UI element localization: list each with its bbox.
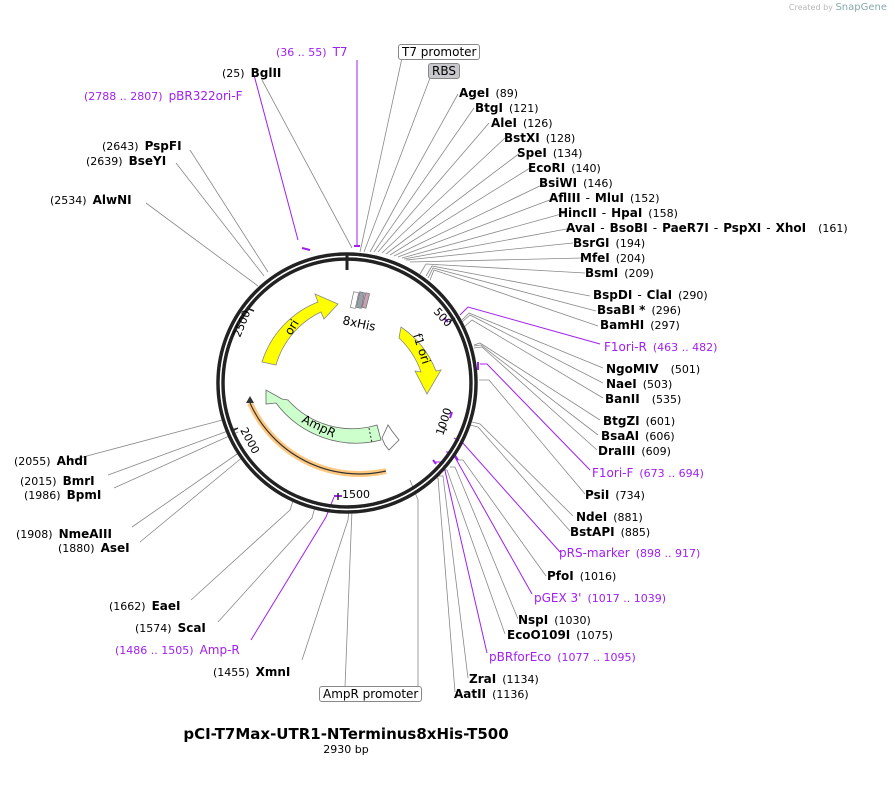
site-bsmi[interactable]: BsmI(209)	[585, 266, 654, 280]
site-btgzi[interactable]: BtgZI(601)	[603, 414, 676, 428]
ampr-promoter-label[interactable]: AmpR promoter	[319, 686, 423, 702]
site-bspdi-clai[interactable]: BspDI-ClaI(290)	[593, 288, 708, 302]
ampr-feature[interactable]	[265, 389, 382, 444]
ampr-promoter-feature[interactable]	[381, 424, 400, 451]
site-bmri[interactable]: (2015)BmrI	[20, 474, 95, 488]
ori-feature[interactable]	[261, 293, 339, 366]
site-ahdi[interactable]: (2055)AhdI	[14, 454, 88, 468]
primer-t7[interactable]: (36 .. 55)T7	[276, 45, 348, 59]
rbs-label[interactable]: RBS	[428, 63, 460, 79]
site-xmni[interactable]: (1455)XmnI	[213, 665, 291, 679]
site-bstxi[interactable]: BstXI(128)	[504, 131, 576, 145]
site-ecoo109i[interactable]: EcoO109I(1075)	[507, 628, 613, 642]
primer-prs-marker[interactable]: pRS-marker(898 .. 917)	[559, 546, 701, 560]
site-bpmi[interactable]: (1986)BpmI	[24, 488, 102, 502]
svg-text:8xHis: 8xHis	[341, 313, 377, 334]
site-spei[interactable]: SpeI(134)	[517, 146, 583, 160]
site-ecori[interactable]: EcoRI(140)	[528, 161, 601, 175]
primer-f1ori-r[interactable]: F1ori-R(463 .. 482)	[604, 340, 718, 354]
leader-lines	[67, 57, 604, 700]
site-alei[interactable]: AleI(126)	[491, 116, 553, 130]
site-hincii-hpai[interactable]: HincII-HpaI(158)	[558, 206, 678, 220]
primer-pgex-3[interactable]: pGEX 3'(1017 .. 1039)	[534, 591, 667, 605]
site-ndei[interactable]: NdeI(881)	[576, 510, 643, 524]
snapgene-credit: Created by SnapGene	[788, 2, 887, 13]
svg-text:1500: 1500	[342, 488, 370, 501]
site-psii[interactable]: PsiI(734)	[585, 488, 645, 502]
site-pfoi[interactable]: PfoI(1016)	[547, 569, 617, 583]
site-mfei[interactable]: MfeI(204)	[580, 251, 646, 265]
site-bglii[interactable]: (25)BglII	[222, 66, 282, 80]
site-draiii[interactable]: DraIII(609)	[598, 444, 671, 458]
f1-ori-feature[interactable]	[398, 326, 442, 395]
site-btgi[interactable]: BtgI(121)	[475, 101, 539, 115]
primer-pbr322ori-f[interactable]: (2788 .. 2807)pBR322ori-F	[84, 89, 243, 103]
t7-promoter-label[interactable]: T7 promoter	[398, 44, 481, 60]
site-aatii[interactable]: AatII(1136)	[454, 687, 529, 701]
site-agei[interactable]: AgeI(89)	[459, 86, 519, 100]
backbone-outer	[216, 252, 478, 514]
site-bstapi[interactable]: BstAPI(885)	[570, 525, 651, 539]
site-nspi[interactable]: NspI(1030)	[518, 613, 591, 627]
primer-f1ori-f[interactable]: F1ori-F(673 .. 694)	[592, 466, 704, 480]
site-bseyi[interactable]: (2639)BseYI	[86, 154, 167, 168]
site-alwni[interactable]: (2534)AlwNI	[50, 193, 132, 207]
scale-ticks	[231, 308, 456, 500]
svg-text:2500: 2500	[231, 308, 254, 339]
site-pspfi[interactable]: (2643)PspFI	[102, 139, 182, 153]
site-scai[interactable]: (1574)ScaI	[135, 621, 206, 635]
site-bsiwi[interactable]: BsiWI(146)	[539, 176, 613, 190]
primer-pbrforeco[interactable]: pBRforEco(1077 .. 1095)	[489, 650, 636, 664]
site-asei[interactable]: (1880)AseI	[58, 541, 130, 555]
feature-labels: ori f1 ori AmpR 8xHis	[282, 313, 433, 440]
his-tag-feature[interactable]	[350, 291, 370, 309]
site-bsrgi[interactable]: BsrGI(194)	[573, 236, 646, 250]
site-ngomiv[interactable]: NgoMIV(501)	[606, 362, 701, 376]
site-bamhi[interactable]: BamHI(297)	[600, 318, 680, 332]
plasmid-length: 2930 bp	[323, 743, 369, 756]
site-eaei[interactable]: (1662)EaeI	[109, 599, 181, 613]
site-banii[interactable]: BanII(535)	[605, 392, 682, 406]
site-bsaai[interactable]: BsaAI(606)	[601, 429, 675, 443]
site-nmeaiii[interactable]: (1908)NmeAIII	[16, 527, 112, 541]
site-bsabi[interactable]: BsaBI *(296)	[597, 303, 682, 317]
site-zrai[interactable]: ZraI(1134)	[469, 672, 539, 686]
primer-amp-r[interactable]: (1486 .. 1505)Amp-R	[115, 643, 240, 657]
svg-text:1000: 1000	[433, 406, 454, 437]
site-afliii-mlui[interactable]: AflIII-MluI(152)	[549, 191, 660, 205]
site-avai-xhoi-group[interactable]: AvaI-BsoBI-PaeR7I-PspXI-XhoI(161)	[566, 221, 848, 235]
site-naei[interactable]: NaeI(503)	[606, 377, 673, 391]
plasmid-title: pCI-T7Max-UTR1-NTerminus8xHis-T500	[183, 725, 509, 743]
